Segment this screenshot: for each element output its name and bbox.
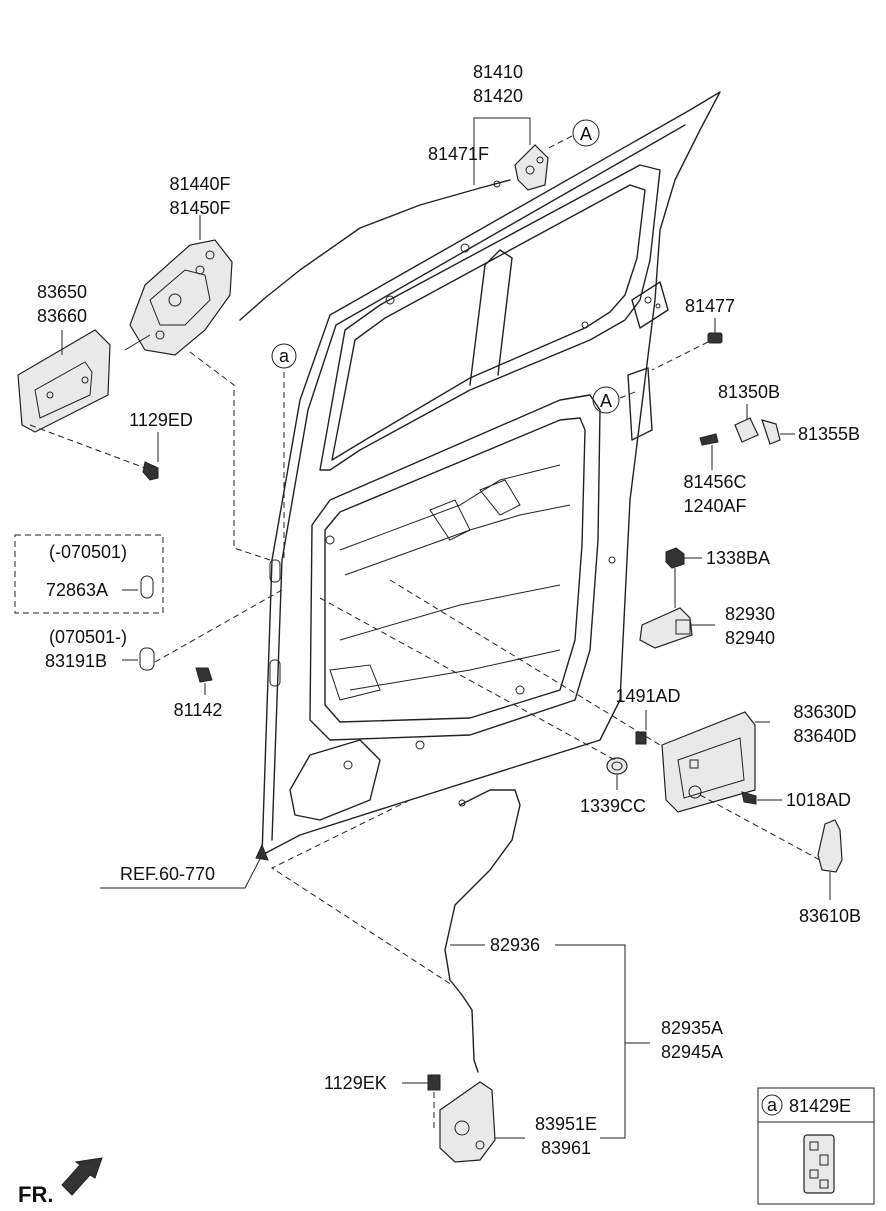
upper-cable	[239, 179, 511, 321]
label-82940: 82940	[725, 628, 775, 648]
inset-part-icon	[803, 1134, 835, 1194]
label-81142: 81142	[174, 700, 223, 720]
inset-box: a 81429E	[757, 1087, 875, 1205]
label-81450F: 81450F	[169, 198, 230, 218]
plug-83191B	[139, 647, 155, 671]
circle-marker-A-mid: A	[592, 386, 620, 414]
label-81350B: 81350B	[718, 382, 780, 402]
bolt-81477	[707, 332, 723, 344]
door-lock-module	[124, 239, 233, 356]
striker-81350B	[699, 417, 781, 446]
fr-label: FR.	[18, 1182, 53, 1207]
label-82930: 82930	[725, 604, 775, 624]
label-83640D: 83640D	[793, 726, 856, 746]
label-range-new: (070501-)	[49, 627, 127, 647]
label-1240AF: 1240AF	[683, 496, 746, 516]
label-1339CC: 1339CC	[580, 796, 646, 816]
leader-lines	[14, 117, 831, 1139]
lower-cable	[444, 789, 521, 1073]
screw-1018AD	[741, 791, 757, 805]
label-range-old: (-070501)	[49, 542, 127, 562]
label-1129ED: 1129ED	[129, 410, 193, 430]
label-83951E: 83951E	[535, 1114, 597, 1134]
inside-handle-housing	[661, 711, 756, 813]
label-ref: REF.60-770	[120, 864, 215, 884]
label-1491AD: 1491AD	[615, 686, 680, 706]
label-82936: 82936	[490, 935, 540, 955]
label-1338BA: 1338BA	[706, 548, 770, 568]
label-1018AD: 1018AD	[786, 790, 851, 810]
grommet-1339CC	[606, 757, 628, 775]
label-72863A: 72863A	[46, 580, 108, 600]
label-81477: 81477	[685, 296, 735, 316]
label-83660: 83660	[37, 306, 87, 326]
screw-81142	[195, 667, 213, 683]
label-82935A: 82935A	[661, 1018, 723, 1038]
inset-part-label: 81429E	[789, 1096, 851, 1116]
label-1129EK: 1129EK	[324, 1073, 387, 1093]
label-83961: 83961	[541, 1138, 591, 1158]
bolt-1129ED	[142, 461, 159, 481]
label-81410: 81410	[473, 62, 523, 82]
circle-marker-a-left: a	[271, 343, 297, 369]
label-81420: 81420	[473, 86, 523, 106]
lower-latch	[427, 1074, 496, 1163]
label-81471F: 81471F	[428, 144, 489, 164]
plug-72863A	[140, 575, 154, 599]
upper-latch	[514, 144, 549, 191]
part-labels: 81410 81420 81471F 81440F 81450F 83650 8…	[37, 62, 861, 1158]
label-83650: 83650	[37, 282, 87, 302]
clip-1491AD	[635, 731, 647, 745]
nut-1338BA	[665, 547, 685, 569]
label-83191B: 83191B	[45, 651, 107, 671]
handle-lever-83610B	[817, 819, 843, 873]
bracket-82930	[639, 607, 693, 649]
outside-handle	[17, 329, 111, 433]
label-81355B: 81355B	[798, 424, 860, 444]
svg-text:a: a	[279, 346, 290, 366]
arrow-icon	[61, 1157, 103, 1196]
label-83630D: 83630D	[793, 702, 856, 722]
svg-text:a: a	[767, 1095, 778, 1115]
sliding-door-panel	[261, 91, 721, 856]
front-direction-indicator: FR.	[18, 1157, 103, 1207]
svg-text:A: A	[600, 391, 612, 411]
label-83610B: 83610B	[799, 906, 861, 926]
svg-text:A: A	[580, 124, 592, 144]
label-82945A: 82945A	[661, 1042, 723, 1062]
circle-marker-A-top: A	[572, 119, 600, 147]
label-81440F: 81440F	[169, 174, 230, 194]
label-81456C: 81456C	[683, 472, 746, 492]
